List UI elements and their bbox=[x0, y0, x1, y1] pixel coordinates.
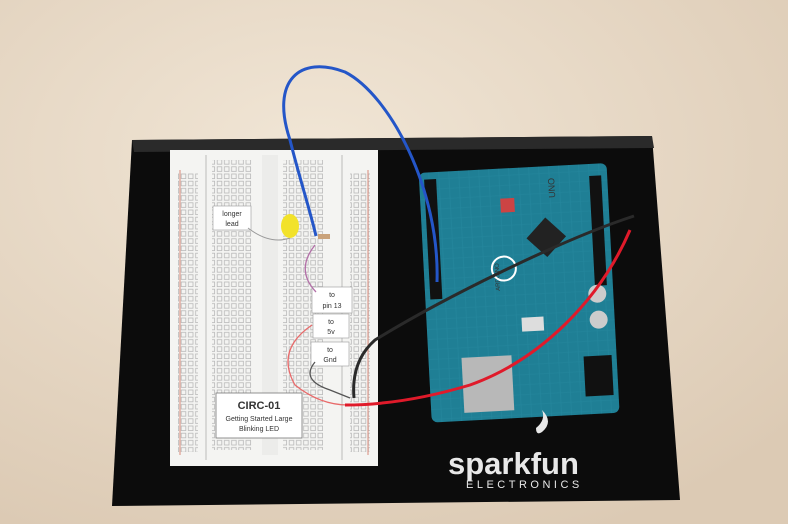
label-to-5v: to 5v bbox=[312, 313, 350, 339]
sparkfun-logo: sparkfun ELECTRONICS bbox=[448, 410, 583, 491]
svg-text:to: to bbox=[327, 347, 333, 354]
svg-text:CIRC-01: CIRC-01 bbox=[238, 400, 281, 412]
led bbox=[281, 214, 299, 238]
svg-text:Blinking LED: Blinking LED bbox=[239, 426, 279, 433]
svg-text:Getting Started Large: Getting Started Large bbox=[226, 416, 293, 423]
svg-text:ELECTRONICS: ELECTRONICS bbox=[466, 479, 583, 491]
plate-highlight bbox=[132, 136, 654, 152]
red-wire bbox=[344, 229, 632, 407]
label-longer-lead: longer lead bbox=[212, 205, 252, 231]
circuit-card: CIRC-01 Getting Started Large Blinking L… bbox=[215, 392, 303, 439]
svg-text:longer: longer bbox=[222, 211, 242, 218]
label-to-pin13: to pin 13 bbox=[311, 286, 353, 314]
svg-text:to: to bbox=[329, 292, 335, 299]
svg-text:UNO: UNO bbox=[546, 178, 557, 198]
svg-text:lead: lead bbox=[225, 221, 238, 228]
svg-text:pin 13: pin 13 bbox=[322, 303, 341, 310]
led-lead bbox=[247, 227, 291, 241]
svg-text:5v: 5v bbox=[327, 329, 335, 336]
pin13-jumper bbox=[304, 244, 317, 293]
svg-text:to: to bbox=[328, 319, 334, 326]
black-wire bbox=[352, 214, 635, 399]
resistor bbox=[318, 234, 330, 239]
blue-wire bbox=[282, 65, 439, 283]
arduino-uno-board: UNO ARDUINO bbox=[419, 163, 620, 423]
5v-jumper bbox=[287, 324, 349, 406]
svg-text:ARDUINO: ARDUINO bbox=[495, 263, 502, 291]
svg-text:Gnd: Gnd bbox=[323, 357, 336, 364]
svg-text:sparkfun: sparkfun bbox=[448, 446, 579, 481]
label-to-gnd: to Gnd bbox=[310, 341, 350, 367]
gnd-jumper bbox=[309, 361, 351, 399]
